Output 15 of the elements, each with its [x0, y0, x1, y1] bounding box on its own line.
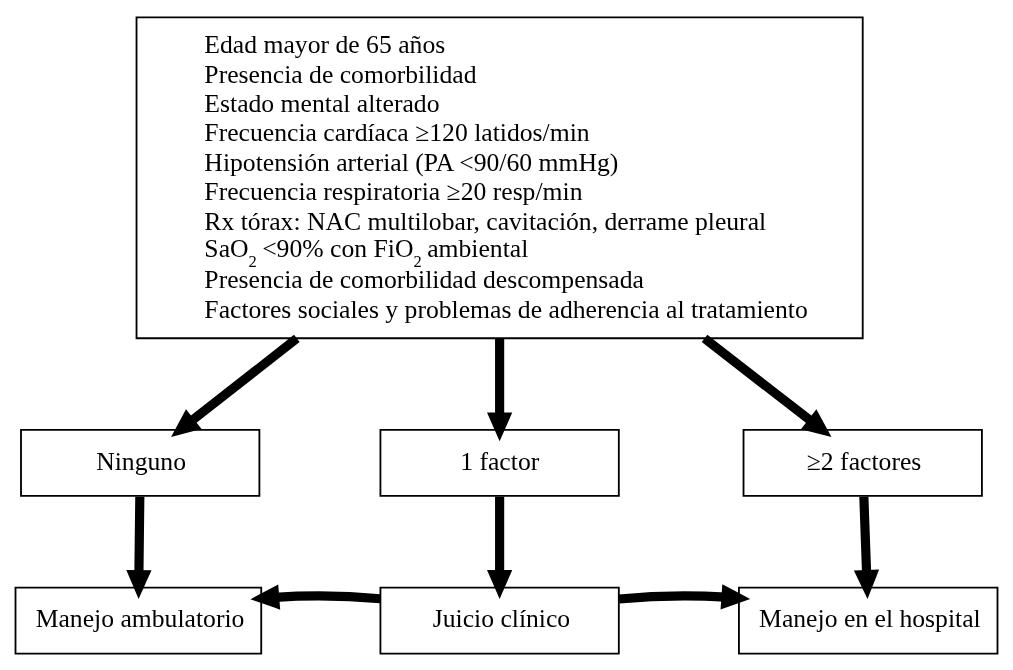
arrow	[487, 337, 513, 441]
arrow	[618, 583, 751, 609]
arrow	[126, 496, 152, 599]
arrow	[701, 334, 832, 437]
arrow	[250, 583, 381, 610]
arrow	[487, 496, 513, 599]
node-box: ≥2 factores	[742, 428, 983, 497]
node-box: Edad mayor de 65 años Presencia de comorbilidad Estado mental alterado Frecuencia cardíaca ≥120 latidos/min Hipotensión arterial (PA <90/60 mmHg) Frecuencia respiratoria ≥20 resp/min Rx tórax: NAC multilobar, cavitación, derrame pleural SaO$_{2}$ <90% con FiO$_{2}$ ambiental Presencia de comorbilidad descompensada Factores sociales y problemas de adherencia al tratamiento	[135, 15, 864, 339]
arrow	[853, 496, 880, 599]
arrow	[171, 334, 300, 437]
node-box: Juicio clínico	[379, 586, 620, 655]
node-box: Manejo en el hospital	[738, 586, 999, 655]
node-box: 1 factor	[379, 428, 620, 497]
node-box: Ninguno	[20, 428, 261, 497]
node-box: Manejo ambulatorio	[14, 586, 263, 655]
